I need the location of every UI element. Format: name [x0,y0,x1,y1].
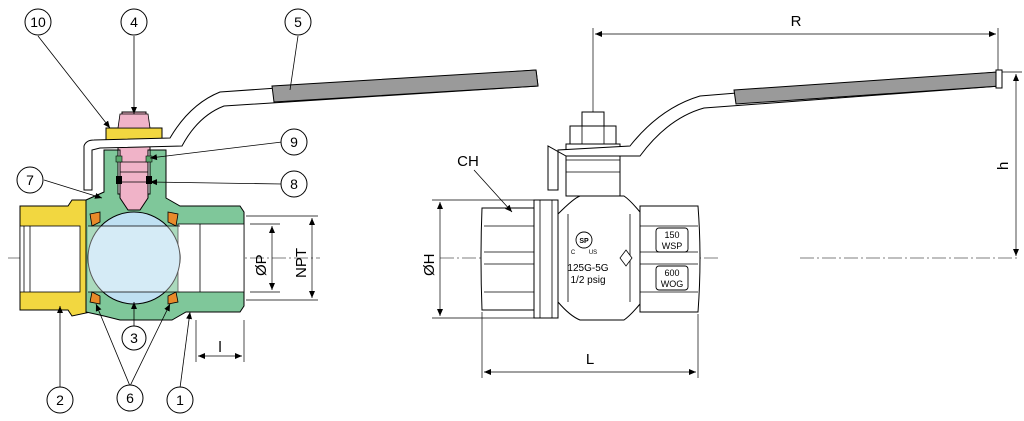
wsp-unit: WSP [662,241,683,251]
seat-lower-right [167,291,179,305]
cert-mark-text: SP [579,238,589,245]
wsp-plate: 150 WSP [655,227,689,253]
callout-5: 5 [284,8,312,36]
hex-end-right [639,205,701,313]
stem-oring-left [116,176,122,184]
callout-9: 9 [280,128,308,156]
callout-7: 7 [16,166,44,194]
dim-reach-label: R [791,13,802,30]
rating-text: 125G-5G [567,263,608,274]
stem-nut-ext [569,125,617,145]
svg-text:7: 7 [26,172,34,188]
cert-sub-left: C [571,250,576,256]
callout-2: 2 [46,386,74,414]
svg-text:6: 6 [126,390,134,406]
body-bore [177,223,245,293]
dim-thread-length-label: l [218,339,221,356]
callout-8: 8 [280,170,308,198]
dim-bore-label: ØP [253,254,270,276]
exterior-view: SP C US 125G-5G 1/2 psig 150 WSP 600 WOG… [421,13,1022,378]
certification-mark: SP C US [571,231,597,256]
dim-hex-label: CH [457,153,479,170]
svg-text:8: 8 [290,176,298,192]
lever-grip-ext [733,71,1001,105]
dim-height-label: h [995,162,1012,170]
svg-text:10: 10 [30,14,46,30]
callout-6: 6 [116,384,144,412]
svg-text:2: 2 [56,392,64,408]
dim-body-dia-label: ØH [421,254,438,277]
lever-grip [271,69,539,103]
dim-thread-label: NPT [293,248,310,278]
stem-oring-right [146,176,152,184]
callout-3: 3 [121,325,147,351]
cert-sub-right: US [589,250,597,256]
wog-value: 600 [664,268,679,278]
dim-length-label: L [586,351,594,368]
callout-1: 1 [166,386,194,414]
wog-plate: 600 WOG [655,265,689,291]
svg-text:1: 1 [176,392,184,408]
svg-text:4: 4 [130,14,138,30]
diamond-icon [619,249,633,267]
wsp-value: 150 [664,230,679,240]
callout-10: 10 [24,8,52,36]
pressure-text: 1/2 psig [570,275,605,286]
svg-text:3: 3 [130,330,138,346]
svg-text:5: 5 [294,14,302,30]
end-cap-bore [19,225,81,293]
seat-upper-left [89,211,101,227]
svg-text:9: 9 [290,134,298,150]
hex-end-left [480,207,535,311]
collar [533,199,559,319]
stem-packing-right [145,155,153,163]
section-view: ØP NPT l 10 4 5 [8,8,539,414]
stem-nut-top [117,113,151,129]
stem-top-ext [581,111,605,127]
wog-unit: WOG [661,279,684,289]
callout-4: 4 [120,8,148,36]
stem-packing-left [115,155,123,163]
seat-upper-right [167,211,179,227]
